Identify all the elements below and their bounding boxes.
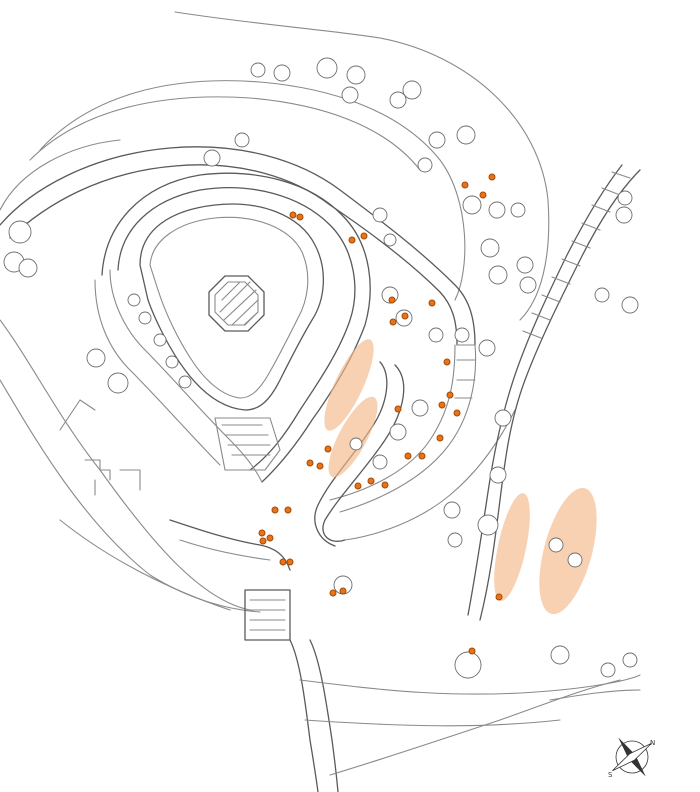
point-marker (296, 213, 304, 221)
plant-icon (454, 645, 638, 679)
vegetation (3, 57, 639, 679)
plant-icon (372, 207, 397, 247)
plant-icon (615, 190, 633, 224)
lower-paths (169, 519, 641, 792)
point-marker (286, 558, 294, 566)
point-marker (279, 558, 287, 566)
point-marker (461, 181, 469, 189)
point-marker (495, 593, 503, 601)
point-marker (289, 211, 297, 219)
point-marker (266, 534, 274, 542)
point-marker (401, 312, 409, 320)
fortress-walls (139, 203, 324, 471)
plant-icon (3, 220, 38, 278)
ruin-fragments (59, 399, 141, 496)
compass-north-label: N (650, 739, 655, 747)
point-marker (381, 481, 389, 489)
point-marker (389, 318, 397, 326)
point-marker (258, 529, 266, 537)
plant-icon (203, 132, 250, 167)
octagon-pavilion-icon (208, 275, 265, 332)
point-marker (348, 236, 356, 244)
plant-icon (389, 80, 422, 109)
plant-icon (594, 287, 639, 314)
highlight-zones (324, 339, 597, 615)
point-marker (339, 587, 347, 595)
point-marker (428, 299, 436, 307)
point-marker (479, 191, 487, 199)
point-marker (404, 452, 412, 460)
plant-icon (381, 286, 496, 357)
upper-ring-walk (0, 146, 477, 513)
point-marker (453, 409, 461, 417)
point-marker (284, 506, 292, 514)
point-marker (306, 459, 314, 467)
point-marker (443, 358, 451, 366)
point-marker (324, 445, 332, 453)
point-markers (258, 173, 503, 655)
plant-icon (417, 125, 476, 173)
outer-contours (0, 11, 550, 613)
point-marker (488, 173, 496, 181)
highlight-zone (539, 487, 597, 615)
point-marker (329, 589, 337, 597)
point-marker (388, 296, 396, 304)
point-marker (438, 401, 446, 409)
highlight-zone (328, 396, 378, 478)
plant-icon (443, 409, 512, 548)
compass-rose-icon: N S (608, 737, 655, 779)
point-marker (446, 391, 454, 399)
point-marker (418, 452, 426, 460)
point-marker (259, 537, 267, 545)
point-marker (367, 477, 375, 485)
point-marker (316, 462, 324, 470)
plant-icon (462, 195, 526, 219)
highlight-zone (494, 493, 530, 601)
highlight-zone (324, 339, 374, 431)
plant-icon (86, 348, 129, 394)
plant-icon (250, 57, 366, 104)
point-marker (394, 405, 402, 413)
inner-terrace (94, 172, 371, 483)
plant-icon (127, 293, 192, 389)
plant-icon (480, 238, 537, 294)
plant-icon (333, 537, 583, 595)
point-marker (468, 647, 476, 655)
compass-south-label: S (608, 771, 613, 779)
point-marker (354, 482, 362, 490)
point-marker (360, 232, 368, 240)
point-marker (271, 506, 279, 514)
plant-icon (349, 399, 429, 470)
point-marker (436, 434, 444, 442)
